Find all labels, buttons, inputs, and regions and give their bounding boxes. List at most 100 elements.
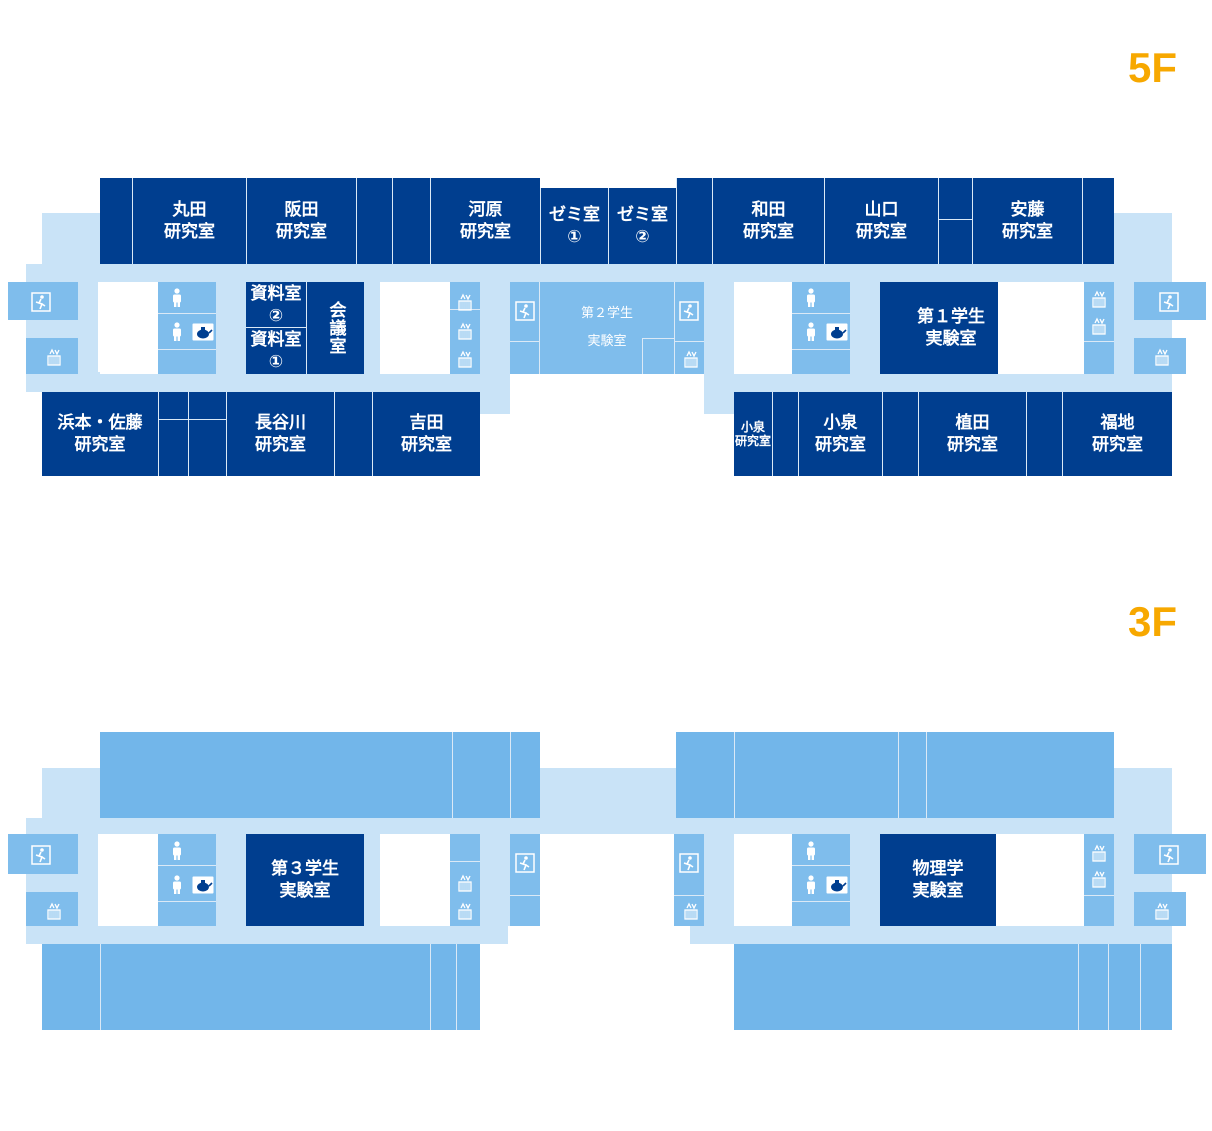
room-hasegawa-lab[interactable]: 長谷川 研究室	[226, 392, 334, 476]
corridor	[216, 834, 246, 926]
utility-room	[450, 834, 480, 862]
storage	[642, 338, 674, 374]
room-white	[734, 282, 792, 374]
elevator-icon	[454, 348, 476, 370]
elevator-icon	[43, 900, 65, 922]
room-wada-lab[interactable]: 和田 研究室	[712, 178, 824, 264]
restroom-men-icon	[800, 840, 822, 862]
floor-label-3f: 3F	[1128, 598, 1178, 645]
stair-exit-east[interactable]	[1134, 834, 1206, 874]
storage	[158, 902, 216, 926]
room-sakata-lab[interactable]: 阪田 研究室	[246, 178, 356, 264]
corridor	[26, 926, 508, 944]
emergency-exit-icon	[1158, 844, 1180, 866]
room-seminar-2[interactable]: ゼミ室 ②	[608, 188, 676, 264]
emergency-exit-icon	[30, 844, 52, 866]
restroom-men[interactable]	[792, 282, 850, 314]
room-student-lab-3[interactable]: 第３学生 実験室	[246, 834, 364, 926]
room-block	[158, 392, 188, 420]
room-block	[188, 420, 226, 476]
room-maruta-lab[interactable]: 丸田 研究室	[132, 178, 246, 264]
room-physics-lab[interactable]: 物理学 実験室	[880, 834, 996, 926]
floor-label-5f: 5F	[1128, 44, 1178, 91]
room-block	[1026, 392, 1062, 476]
room-seminar-1[interactable]: ゼミ室 ①	[540, 188, 608, 264]
room-yoshida-lab[interactable]: 吉田 研究室	[372, 392, 480, 476]
restroom-women-icon	[166, 874, 188, 896]
kettle-icon	[192, 874, 214, 896]
room-white	[100, 834, 158, 926]
restroom-men-icon	[800, 287, 822, 309]
room-koizumi-lab[interactable]: 小泉 研究室	[798, 392, 882, 476]
room-kawahara-lab[interactable]: 河原 研究室	[430, 178, 540, 264]
corridor	[704, 282, 734, 414]
corridor	[704, 372, 1172, 392]
emergency-exit-icon	[678, 300, 700, 322]
restroom-men[interactable]	[158, 834, 216, 866]
room-white	[996, 834, 1084, 926]
room-block	[430, 944, 456, 1030]
storage	[510, 342, 540, 374]
storage	[510, 896, 540, 926]
room-block	[734, 732, 898, 818]
restroom-men[interactable]	[158, 282, 216, 314]
room-block	[100, 732, 452, 818]
stair-exit-west[interactable]	[8, 282, 78, 320]
room-student-lab-1[interactable]: 第１学生 実験室	[880, 282, 998, 374]
room-ando-lab[interactable]: 安藤 研究室	[972, 178, 1082, 264]
emergency-exit-icon	[678, 852, 700, 874]
room-ueda-lab[interactable]: 植田 研究室	[918, 392, 1026, 476]
elevator-icon	[1088, 868, 1110, 890]
elevator-west[interactable]	[26, 892, 78, 926]
corridor	[690, 926, 1172, 944]
kettle-icon	[826, 321, 848, 343]
room-white	[100, 282, 158, 374]
kettle-icon	[192, 321, 214, 343]
storage	[792, 902, 850, 926]
emergency-exit-icon	[30, 291, 52, 313]
storage	[1084, 342, 1114, 374]
room-block	[1140, 944, 1172, 1030]
room-block	[456, 944, 480, 1030]
storage	[792, 350, 850, 374]
room-koizumi-lab-small[interactable]: 小泉 研究室	[734, 392, 772, 476]
room-fukuchi-lab[interactable]: 福地 研究室	[1062, 392, 1172, 476]
stair-exit-east[interactable]	[1134, 282, 1206, 320]
room-yamaguchi-lab[interactable]: 山口 研究室	[824, 178, 938, 264]
elevator-east[interactable]	[1134, 892, 1186, 926]
room-hamamoto-sato-lab[interactable]: 浜本・佐藤 研究室	[42, 392, 158, 476]
room-block	[938, 220, 972, 264]
room-block	[772, 392, 798, 476]
room-conference[interactable]: 会議室	[306, 282, 364, 374]
room-archive-2[interactable]: 資料室 ②	[246, 282, 306, 328]
room-block	[1078, 944, 1108, 1030]
elevator-icon	[454, 320, 476, 342]
room-block	[734, 944, 1078, 1030]
room-white	[998, 282, 1084, 374]
room-white	[734, 834, 792, 926]
room-block	[392, 178, 430, 264]
stair-exit-west[interactable]	[8, 834, 78, 874]
elevator-icon	[1088, 315, 1110, 337]
corridor	[480, 282, 510, 414]
elevator-icon	[1151, 346, 1173, 368]
elevator-icon	[1151, 900, 1173, 922]
room-white	[380, 834, 450, 926]
room-block	[356, 178, 392, 264]
restroom-men[interactable]	[792, 834, 850, 866]
room-block	[882, 392, 918, 476]
corridor	[480, 834, 510, 926]
corridor	[850, 834, 880, 926]
room-block	[158, 420, 188, 476]
elevator-icon	[454, 291, 476, 313]
room-block	[100, 178, 132, 264]
room-block	[1108, 944, 1140, 1030]
corridor	[850, 282, 880, 374]
storage	[158, 350, 216, 374]
kettle-icon	[826, 874, 848, 896]
room-block	[938, 178, 972, 220]
restroom-men-icon	[166, 287, 188, 309]
room-archive-1[interactable]: 資料室 ①	[246, 328, 306, 374]
room-block	[188, 392, 226, 420]
room-block	[510, 732, 540, 818]
